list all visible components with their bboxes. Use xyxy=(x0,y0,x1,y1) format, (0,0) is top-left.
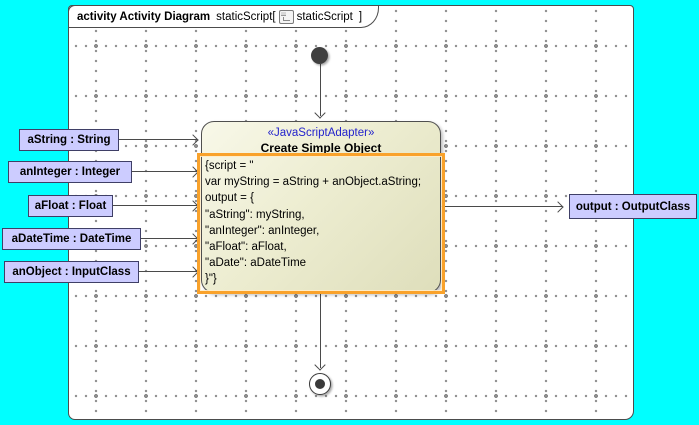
input-pin-anobject[interactable]: anObject : InputClass xyxy=(4,261,139,283)
node-stereotype: «JavaScriptAdapter» xyxy=(267,127,375,139)
script-line: "aString": myString, xyxy=(205,208,305,221)
activity-final-node[interactable] xyxy=(309,373,331,395)
edge-afloat[interactable] xyxy=(111,205,197,207)
edge-anobject[interactable] xyxy=(137,271,197,273)
script-body[interactable]: {script = " var myString = aString + anO… xyxy=(197,153,445,294)
edge-output[interactable] xyxy=(441,206,562,208)
edge-action-to-final[interactable] xyxy=(319,293,321,368)
edge-initial-to-action[interactable] xyxy=(319,64,321,116)
open-bracket: [ xyxy=(272,10,276,23)
edge-adatetime[interactable] xyxy=(139,238,197,240)
activity-diagram-icon xyxy=(278,9,294,24)
diagram-context-name: staticScript xyxy=(296,10,353,23)
action-node-create-simple-object[interactable]: «JavaScriptAdapter» Create Simple Object… xyxy=(197,121,445,294)
script-line: "aFloat": aFloat, xyxy=(205,241,287,254)
input-pin-adatetime[interactable]: aDateTime : DateTime xyxy=(2,228,141,250)
script-line: "anInteger": anInteger, xyxy=(205,224,320,237)
final-node-dot xyxy=(315,379,325,389)
edge-astring[interactable] xyxy=(117,139,197,141)
diagram-type-label: activity Activity Diagram xyxy=(77,10,211,23)
diagram-frame-header[interactable]: activity Activity Diagram staticScript[ … xyxy=(68,5,379,28)
input-pin-afloat[interactable]: aFloat : Float xyxy=(28,195,113,217)
script-line: output = { xyxy=(205,192,254,205)
edge-aninteger[interactable] xyxy=(130,171,197,173)
output-pin-output[interactable]: output : OutputClass xyxy=(569,194,697,219)
input-pin-astring[interactable]: aString : String xyxy=(19,129,119,151)
script-line: {script = " xyxy=(205,160,254,172)
script-line: "aDate": aDateTime xyxy=(205,257,307,270)
input-pin-aninteger[interactable]: anInteger : Integer xyxy=(8,161,132,183)
script-line: var myString = aString + anObject.aStrin… xyxy=(205,176,422,189)
diagram-name: staticScript xyxy=(216,10,273,23)
script-line: }"} xyxy=(205,273,217,286)
initial-node[interactable] xyxy=(311,47,328,64)
node-name: Create Simple Object xyxy=(260,141,382,155)
close-bracket: ] xyxy=(358,10,363,23)
